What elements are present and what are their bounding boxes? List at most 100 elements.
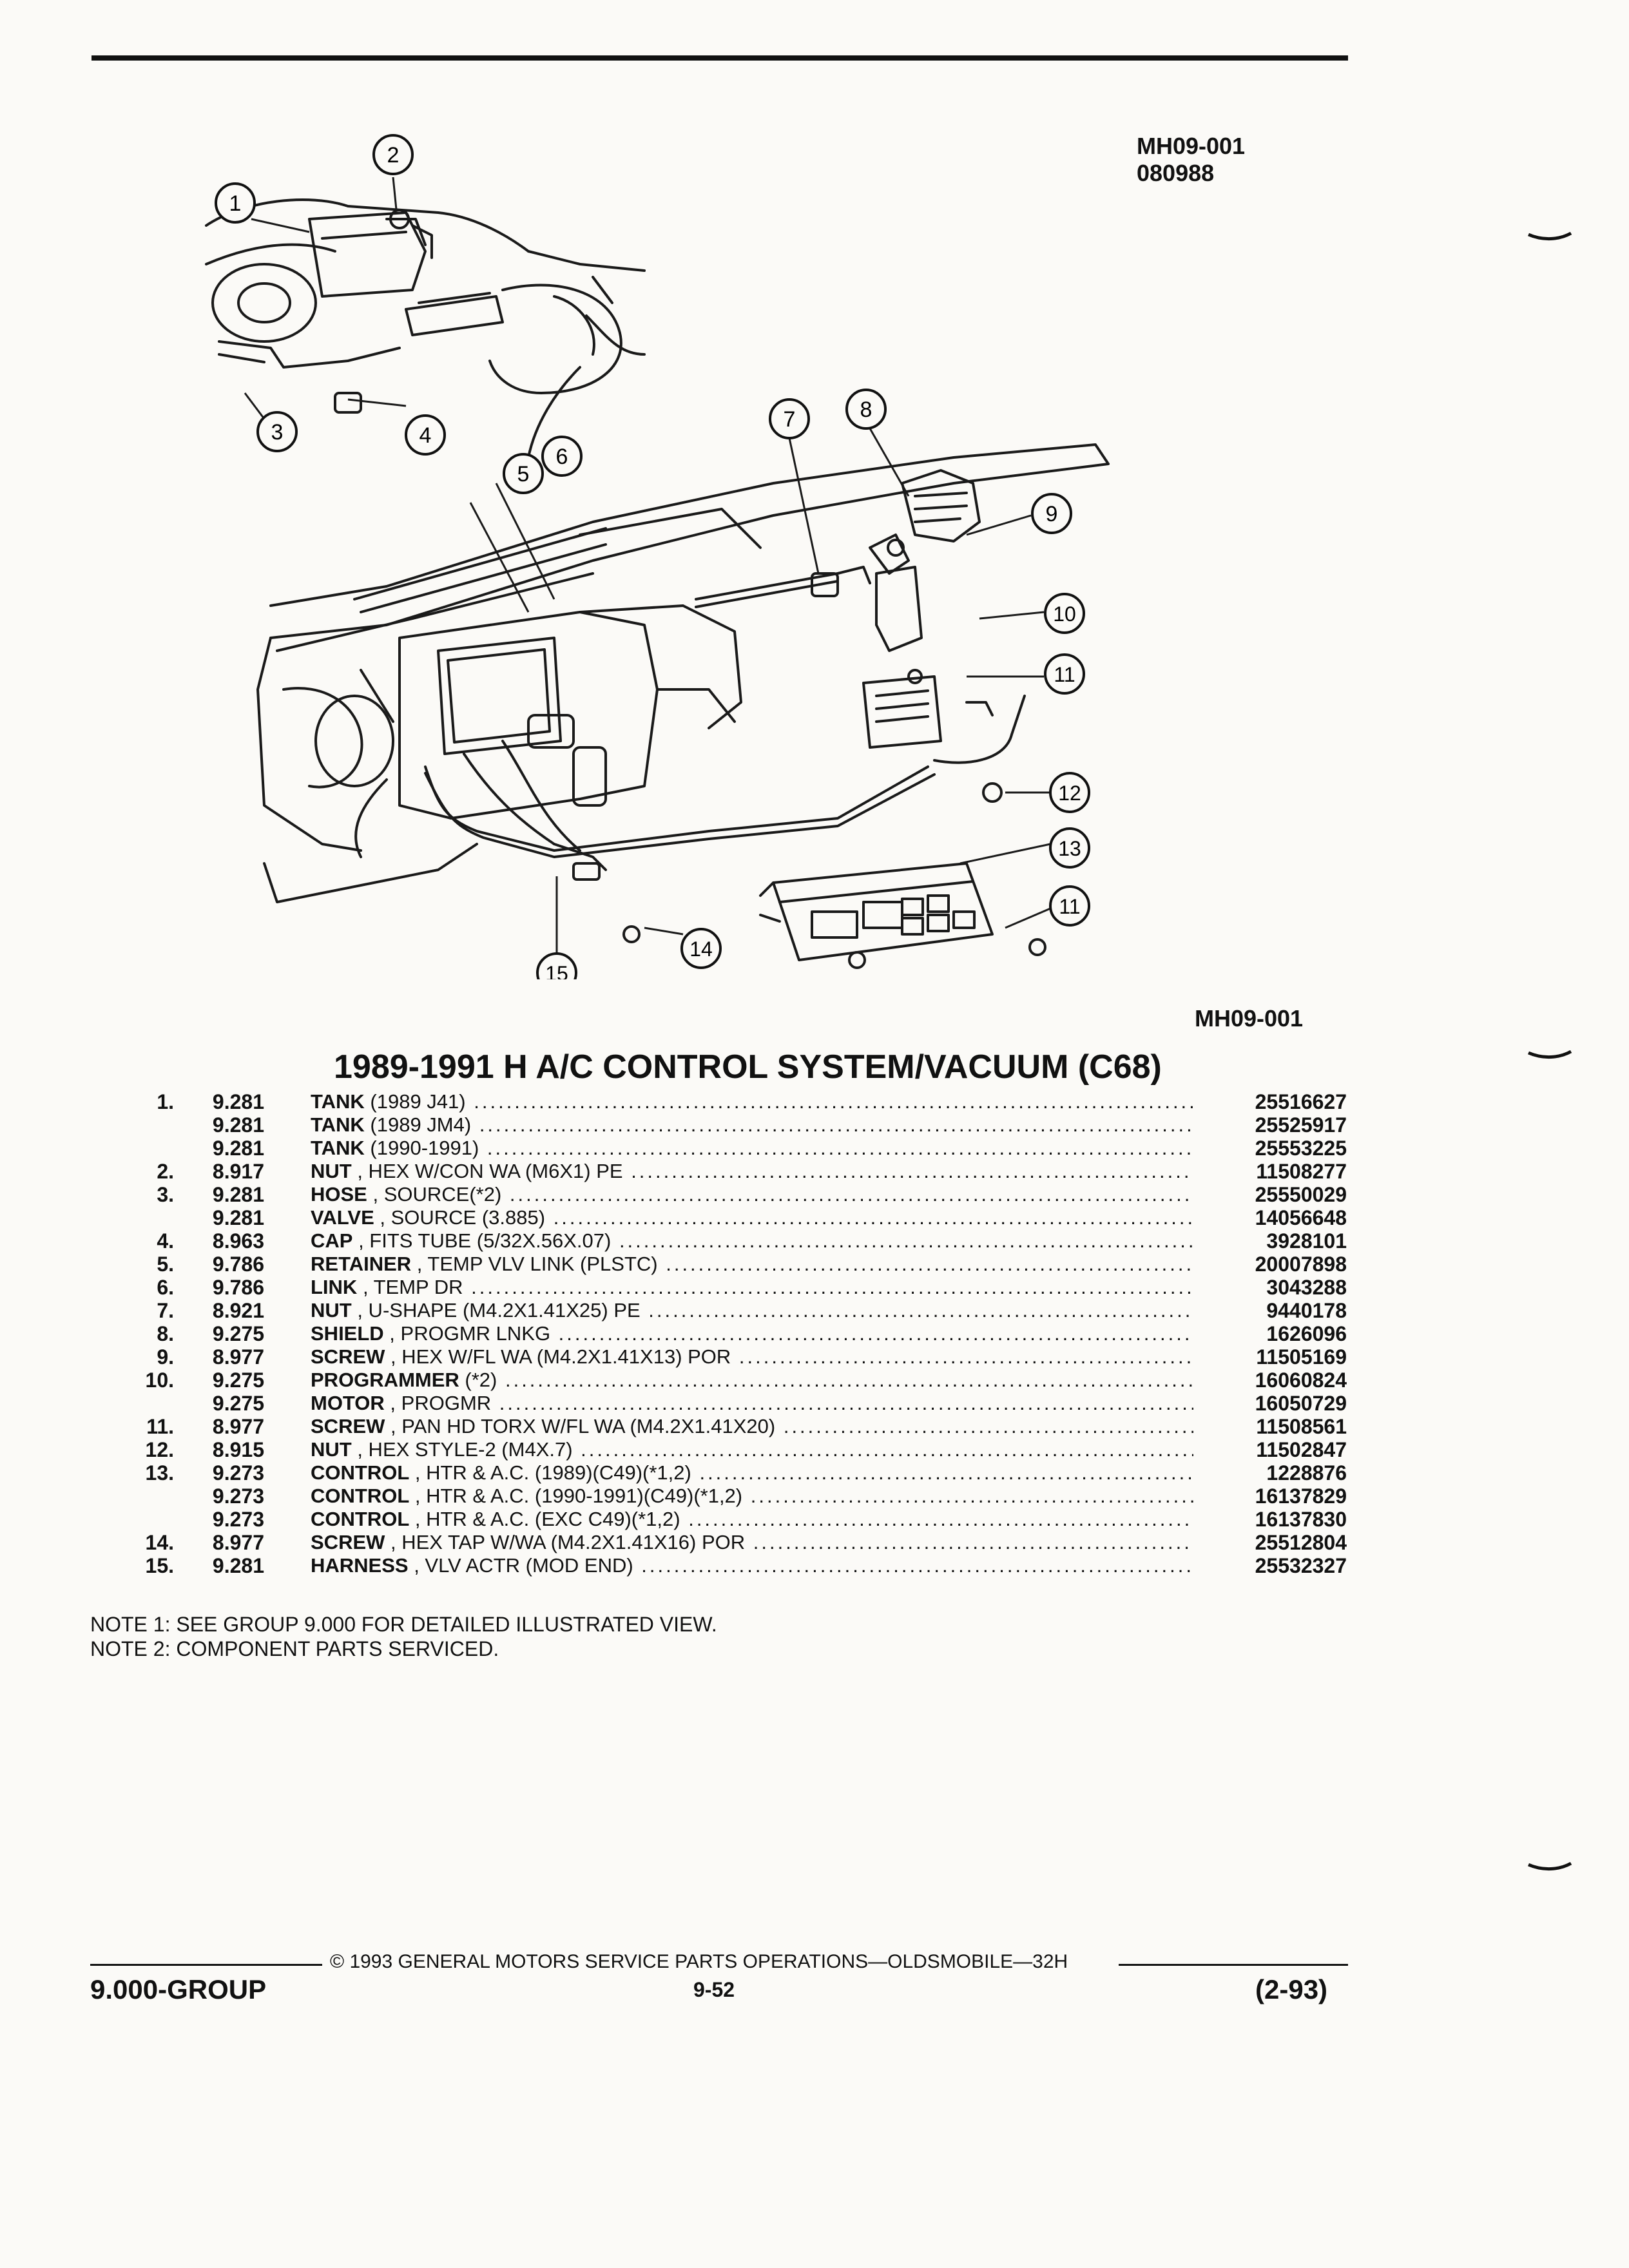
callout-14: 14 [680,928,722,969]
callout-12: 12 [1049,772,1090,813]
svg-text:13: 13 [1058,837,1081,860]
part-group-number: 9.281 [212,1206,264,1229]
part-name: PROGRAMMER [311,1369,459,1391]
part-spec: , PAN HD TORX W/FL WA (M4.2X1.41X20) [385,1415,776,1437]
callout-balloons: 1 2 3 4 5 6 7 8 9 10 11 12 13 14 15 11 [215,134,1090,979]
part-group-number: 9.281 [212,1090,264,1113]
part-group-number: 9.281 [212,1113,264,1137]
part-group-number: 9.281 [212,1554,264,1577]
callout-10: 10 [1044,593,1085,634]
part-spec: (1989 JM4) [364,1113,472,1136]
svg-text:11: 11 [1059,895,1080,918]
part-row: 9.281 VALVE , SOURCE (3.885) 14056648 [122,1206,1347,1229]
part-group-number: 8.915 [212,1438,264,1461]
footer-rule-left [90,1964,322,1966]
part-number: 25550029 [1255,1183,1347,1206]
part-number: 11502847 [1256,1438,1347,1461]
svg-text:3: 3 [271,420,284,445]
callout-2: 2 [372,134,414,175]
dashboard-drawing [256,443,1110,903]
svg-text:7: 7 [784,407,796,432]
part-number: 9440178 [1266,1299,1347,1322]
part-number: 25532327 [1255,1554,1347,1577]
part-name: NUT [311,1299,352,1321]
svg-text:2: 2 [387,143,400,168]
group-label: 9.000-GROUP [90,1974,267,2004]
part-spec: , PROGMR LNKG [383,1322,551,1345]
part-group-number: 8.921 [212,1299,264,1322]
part-number: 25525917 [1255,1113,1347,1137]
callout-6: 6 [541,436,583,477]
part-description: SCREW , HEX TAP W/WA (M4.2X1.41X16) POR [311,1531,1193,1554]
part-description: SHIELD , PROGMR LNKG [311,1322,1193,1345]
callout-8: 8 [845,389,887,430]
margin-mark [1528,1862,1572,1871]
part-group-number: 8.977 [212,1415,264,1438]
part-spec: , SOURCE(*2) [367,1183,502,1206]
page-number: 9-52 [693,1978,735,2001]
part-name: HOSE [311,1183,367,1206]
part-name: VALVE [311,1206,374,1229]
part-callout-number: 14. [145,1531,174,1554]
part-number: 16137830 [1255,1508,1347,1531]
callout-5: 5 [503,453,544,494]
part-callout-number: 15. [145,1554,174,1577]
part-number: 16050729 [1255,1392,1347,1415]
part-description: SCREW , PAN HD TORX W/FL WA (M4.2X1.41X2… [311,1415,1193,1438]
part-name: HARNESS [311,1554,409,1577]
part-spec: , HTR & A.C. (EXC C49)(*1,2) [409,1508,680,1530]
part-group-number: 8.977 [212,1345,264,1369]
vacuum-harness-drawing [354,740,936,881]
part-callout-number: 2. [157,1160,174,1183]
engine-compartment-drawing [205,198,646,459]
part-spec: , FITS TUBE (5/32X.56X.07) [352,1229,612,1252]
part-spec: , SOURCE (3.885) [374,1206,546,1229]
part-spec: , HEX W/CON WA (M6X1) PE [351,1160,623,1182]
part-description: PROGRAMMER (*2) [311,1369,1193,1392]
part-group-number: 8.977 [212,1531,264,1554]
part-description: CONTROL , HTR & A.C. (1989)(C49)(*1,2) [311,1461,1193,1485]
part-number: 25516627 [1255,1090,1347,1113]
part-description: MOTOR , PROGMR [311,1392,1193,1415]
notes: NOTE 1: SEE GROUP 9.000 FOR DETAILED ILL… [90,1612,717,1661]
part-callout-number: 7. [157,1299,174,1322]
part-row: 14. 8.977 SCREW , HEX TAP W/WA (M4.2X1.41X… [122,1531,1347,1554]
part-number: 16060824 [1255,1369,1347,1392]
callout-9: 9 [1031,493,1072,534]
part-group-number: 9.786 [212,1276,264,1299]
part-number: 14056648 [1255,1206,1347,1229]
part-name: TANK [311,1090,365,1113]
exploded-diagram: 1 2 3 4 5 6 7 8 9 10 11 12 13 14 15 11 [205,134,1110,979]
part-name: TANK [311,1137,365,1159]
part-callout-number: 4. [157,1229,174,1253]
part-description: LINK , TEMP DR [311,1276,1193,1299]
svg-text:4: 4 [419,423,432,448]
part-name: LINK [311,1276,358,1298]
figure-reference: MH09-001 080988 [1137,133,1245,187]
part-callout-number: 8. [157,1322,174,1345]
callout-13: 13 [1049,827,1090,869]
footer-rule-right [1119,1964,1348,1966]
callout-7: 7 [769,398,810,439]
part-spec: , PROGMR [384,1392,492,1414]
part-description: NUT , HEX STYLE-2 (M4X.7) [311,1438,1193,1461]
part-group-number: 9.273 [212,1461,264,1485]
svg-text:11: 11 [1054,663,1075,686]
part-description: CAP , FITS TUBE (5/32X.56X.07) [311,1229,1193,1253]
part-group-number: 8.963 [212,1229,264,1253]
part-spec: , HEX W/FL WA (M4.2X1.41X13) POR [385,1345,731,1368]
